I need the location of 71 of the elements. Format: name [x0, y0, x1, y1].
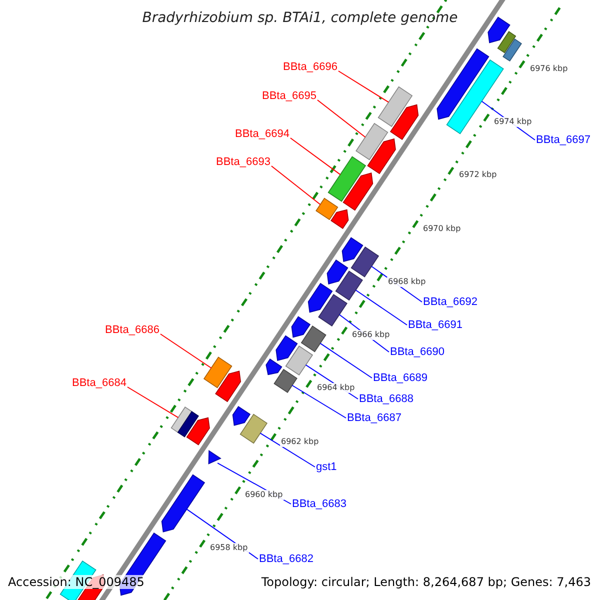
gene-box — [335, 270, 363, 301]
gene-block — [342, 172, 374, 211]
gene-box — [378, 86, 413, 128]
gene-triangle — [208, 450, 222, 464]
gene-block — [367, 138, 396, 174]
tick-label: 6962 kbp — [280, 437, 320, 447]
gene-block — [266, 358, 282, 376]
leader-line — [126, 386, 179, 418]
genome-stats-text: Topology: circular; Length: 8,264,687 bp; Genes: 7,463 — [261, 575, 591, 589]
gene-label: BBta_6695 — [262, 90, 316, 102]
tick-label: 6976 kbp — [529, 64, 569, 74]
gene-label: BBta_6686 — [105, 324, 160, 336]
accession-text: Accession: NC_009485 — [8, 575, 144, 589]
tick-label: 6966 kbp — [351, 330, 391, 340]
leader-line — [338, 70, 390, 103]
gene-box — [316, 198, 338, 220]
gene-label: BBta_6690 — [390, 346, 444, 358]
gene-box — [240, 414, 268, 444]
gene-label: BBta_6682 — [259, 553, 314, 565]
gene-block — [390, 104, 419, 140]
leader-line — [320, 342, 372, 378]
tick-label: 6964 kbp — [316, 383, 356, 393]
gene-label: BBta_6688 — [359, 393, 414, 405]
gene-block — [326, 260, 348, 284]
gene-box — [328, 156, 366, 202]
gene-block — [215, 370, 242, 402]
gene-box — [350, 246, 380, 278]
gene-block — [276, 335, 298, 361]
gene-box — [502, 38, 522, 62]
gene-label: gst1 — [316, 461, 337, 473]
gene-label: BBta_6693 — [216, 156, 270, 168]
gene-box — [170, 406, 199, 438]
gene-block — [342, 237, 364, 262]
gene-box — [203, 356, 232, 388]
leader-line — [290, 138, 341, 176]
gene-block — [488, 16, 510, 44]
gene-box — [300, 326, 326, 352]
gene-block — [232, 406, 251, 426]
gene-label: BBta_6697 — [536, 134, 590, 146]
gene-block — [186, 417, 210, 446]
gene-block — [330, 209, 349, 230]
leader-line — [316, 100, 366, 138]
gene-label: BBta_6691 — [408, 319, 462, 331]
gene-label: BBta_6694 — [235, 128, 290, 140]
gene-block — [308, 282, 333, 313]
tick-label: 6970 kbp — [422, 224, 462, 234]
gene-box — [318, 294, 348, 326]
gene-box — [285, 346, 314, 376]
leader-line — [355, 290, 408, 326]
leader-line — [260, 432, 316, 468]
gene-label: BBta_6684 — [72, 377, 126, 389]
gene-box — [274, 368, 298, 393]
tick-label: 6974 kbp — [493, 117, 533, 127]
gene-label: BBta_6683 — [292, 498, 346, 510]
tick-label: 6958 kbp — [209, 543, 249, 553]
gene-label: BBta_6689 — [373, 372, 428, 384]
gene-box — [497, 31, 516, 54]
gene-box — [356, 122, 388, 160]
leader-line — [160, 334, 212, 368]
leader-line — [270, 166, 321, 206]
tick-label: 6972 kbp — [458, 170, 498, 180]
tick-label: 6960 kbp — [244, 490, 284, 500]
map-title: Bradyrhizobium sp. BTAi1, complete genome — [142, 10, 458, 26]
gene-label: BBta_6687 — [347, 412, 402, 424]
gene-label: BBta_6696 — [283, 61, 338, 73]
gene-block — [436, 48, 490, 120]
leader-line — [292, 384, 346, 418]
gene-block — [291, 316, 311, 338]
tick-label: 6968 kbp — [387, 277, 427, 287]
gene-label: BBta_6692 — [423, 296, 478, 308]
gene-block — [161, 474, 206, 532]
